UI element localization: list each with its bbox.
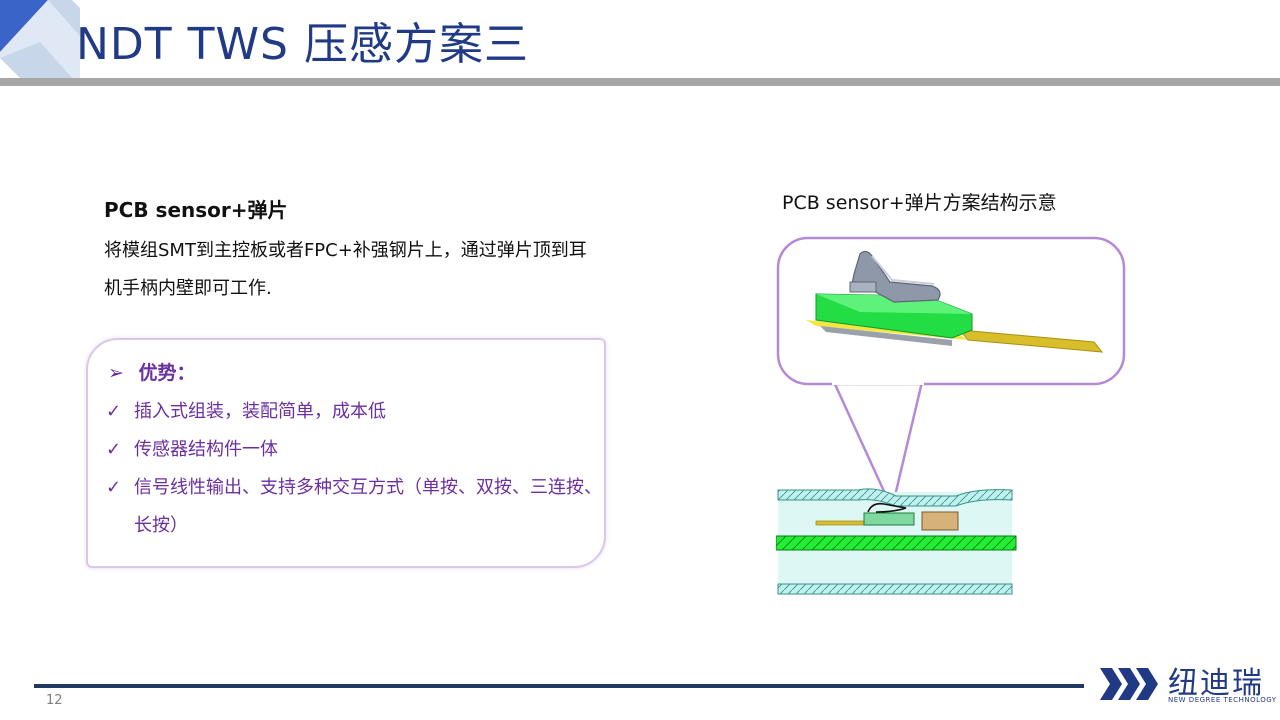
diagram-caption: PCB sensor+弹片方案结构示意 — [782, 192, 1057, 214]
list-item-text: 信号线性输出、支持多种交互方式（单按、双按、三连按、长按） — [134, 477, 602, 536]
arrow-bullet-icon: ➢ — [108, 362, 124, 384]
check-icon: ✓ — [106, 477, 122, 498]
list-item-text: 插入式组装，装配简单，成本低 — [134, 401, 386, 422]
header-divider — [0, 78, 1280, 86]
page-title: NDT TWS 压感方案三 — [76, 19, 529, 70]
advantages-heading: ➢ 优势： — [108, 358, 196, 385]
page-number: 12 — [46, 693, 63, 708]
company-logo-icon — [1100, 668, 1158, 700]
list-item: ✓ 插入式组装，装配简单，成本低 — [106, 393, 606, 431]
company-logo-name: 纽迪瑞 — [1168, 666, 1264, 701]
callout-zoom-bubble — [776, 236, 1126, 501]
company-logo-tagline: NEW DEGREE TECHNOLOGY — [1168, 696, 1277, 704]
footer-divider — [34, 684, 1084, 688]
list-item: ✓ 信号线性输出、支持多种交互方式（单按、双按、三连按、长按） — [106, 469, 606, 545]
header-corner-decoration — [0, 0, 80, 80]
section-description: 将模组SMT到主控板或者FPC+补强钢片上，通过弹片顶到耳机手柄内壁即可工作. — [104, 240, 587, 299]
section-title: PCB sensor+弹片 — [104, 198, 288, 222]
list-item-text: 传感器结构件一体 — [134, 439, 278, 460]
advantages-heading-label: 优势： — [138, 362, 196, 384]
check-icon: ✓ — [106, 439, 122, 460]
advantages-list: ✓ 插入式组装，装配简单，成本低 ✓ 传感器结构件一体 ✓ 信号线性输出、支持多… — [106, 393, 606, 545]
earphone-cross-section — [776, 488, 1017, 595]
list-item: ✓ 传感器结构件一体 — [106, 431, 606, 469]
advantages-box — [86, 338, 606, 568]
check-icon: ✓ — [106, 401, 122, 422]
